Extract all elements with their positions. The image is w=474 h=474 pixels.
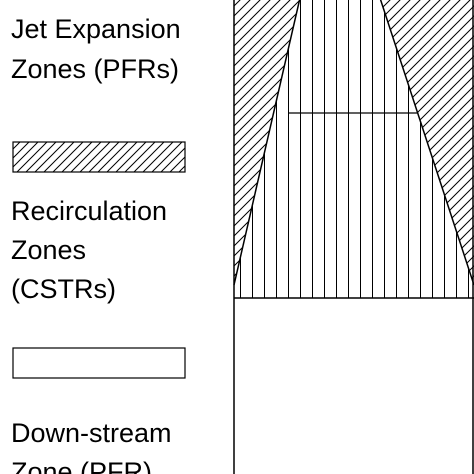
legend-swatch-hatched [12, 141, 186, 173]
legend-swatch-plain [12, 347, 186, 379]
legend-label-downstream: Down-stream Zone (PFR) [11, 418, 179, 474]
left-recirculation-zone [234, 0, 300, 285]
legend-label-recirculation: Recirculation Zones (CSTRs) [11, 196, 175, 304]
legend-label-jet-expansion: Jet Expansion Zones (PFRs) [11, 14, 188, 84]
jet-right-edge [379, 0, 474, 286]
jet-expansion-zone [234, 0, 474, 298]
reactor-schematic [233, 0, 474, 474]
jet-left-edge [233, 0, 301, 286]
